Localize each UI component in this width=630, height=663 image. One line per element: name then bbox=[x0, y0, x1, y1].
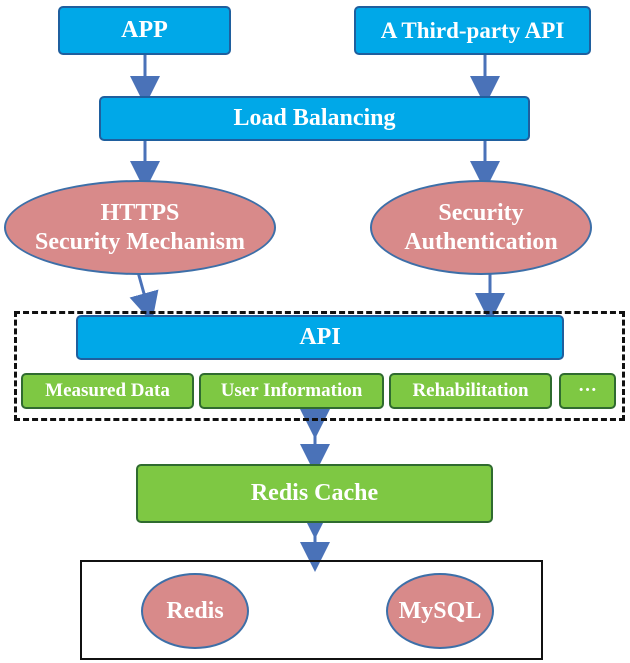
authentication-label-line1: Security bbox=[438, 199, 524, 226]
redis-label: Redis bbox=[166, 597, 224, 624]
redis-node: Redis bbox=[141, 573, 249, 649]
security-authentication-node: Security Authentication bbox=[370, 180, 592, 275]
authentication-label-line2: Authentication bbox=[404, 228, 558, 255]
https-label-line1: HTTPS bbox=[100, 199, 180, 226]
more-box: ··· bbox=[559, 373, 616, 409]
arrow-https-to-api bbox=[129, 271, 159, 323]
https-security-mechanism-node: HTTPS Security Mechanism bbox=[4, 180, 276, 275]
app-box: APP bbox=[58, 6, 231, 55]
storage-frame bbox=[80, 560, 543, 660]
mysql-label: MySQL bbox=[398, 597, 482, 624]
load-balancing-box: Load Balancing bbox=[99, 96, 530, 141]
user-information-box: User Information bbox=[199, 373, 384, 409]
mysql-node: MySQL bbox=[386, 573, 494, 649]
rehabilitation-box: Rehabilitation bbox=[389, 373, 552, 409]
api-group-frame bbox=[14, 311, 625, 421]
https-label-line2: Security Mechanism bbox=[35, 228, 245, 255]
third-party-api-box: A Third-party API bbox=[354, 6, 591, 55]
measured-data-box: Measured Data bbox=[21, 373, 194, 409]
api-box: API bbox=[76, 315, 564, 360]
redis-cache-box: Redis Cache bbox=[136, 464, 493, 523]
